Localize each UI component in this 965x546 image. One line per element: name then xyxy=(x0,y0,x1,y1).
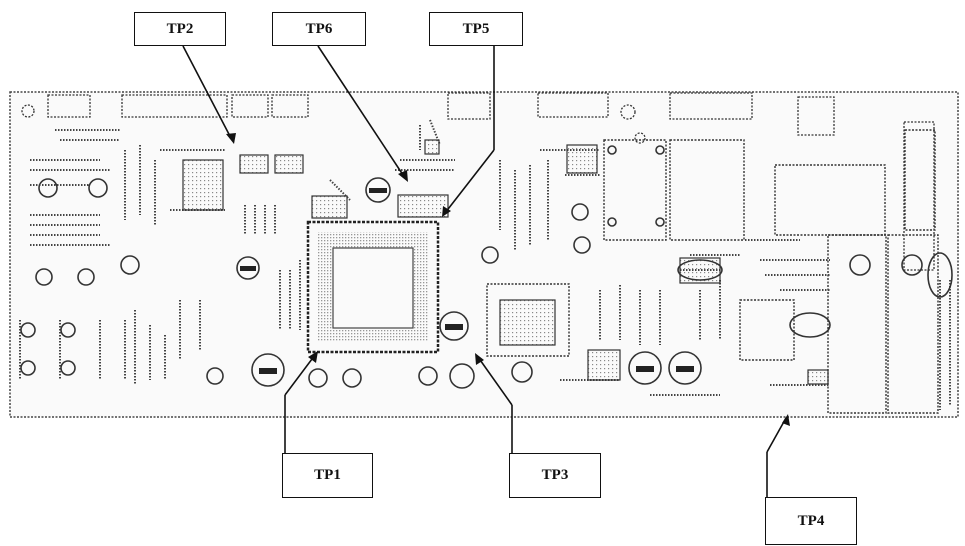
tp1-arrowhead xyxy=(308,351,318,363)
small-components xyxy=(182,139,829,385)
leader-lines xyxy=(182,45,787,497)
tp5-label: TP5 xyxy=(429,12,523,46)
leader-arrowheads xyxy=(226,133,790,426)
tp4-arrowhead xyxy=(782,414,790,426)
tp6-arrowhead xyxy=(398,170,408,182)
tp3-leader-diag xyxy=(477,356,513,406)
tp5-leader-diag xyxy=(444,149,495,214)
tp4-leader-diag xyxy=(766,417,787,453)
tp6-label: TP6 xyxy=(272,12,366,46)
tp5-arrowhead xyxy=(442,206,451,217)
tp6-leader xyxy=(317,45,406,179)
component-traces xyxy=(19,119,951,410)
tp2-leader xyxy=(182,45,233,141)
tp3-label: TP3 xyxy=(509,453,601,498)
pcb-board xyxy=(9,91,959,418)
tp1-leader-diag xyxy=(284,354,316,396)
tp1-label: TP1 xyxy=(282,453,373,498)
component-hatching xyxy=(240,188,694,374)
tp2-label: TP2 xyxy=(134,12,226,46)
tp2-arrowhead xyxy=(226,133,236,144)
top-connectors xyxy=(21,92,935,271)
tp3-arrowhead xyxy=(475,353,484,365)
relay-blocks xyxy=(486,129,939,414)
circular-components xyxy=(20,145,953,389)
main-ic-chip xyxy=(306,220,440,354)
tp4-label: TP4 xyxy=(765,497,857,545)
